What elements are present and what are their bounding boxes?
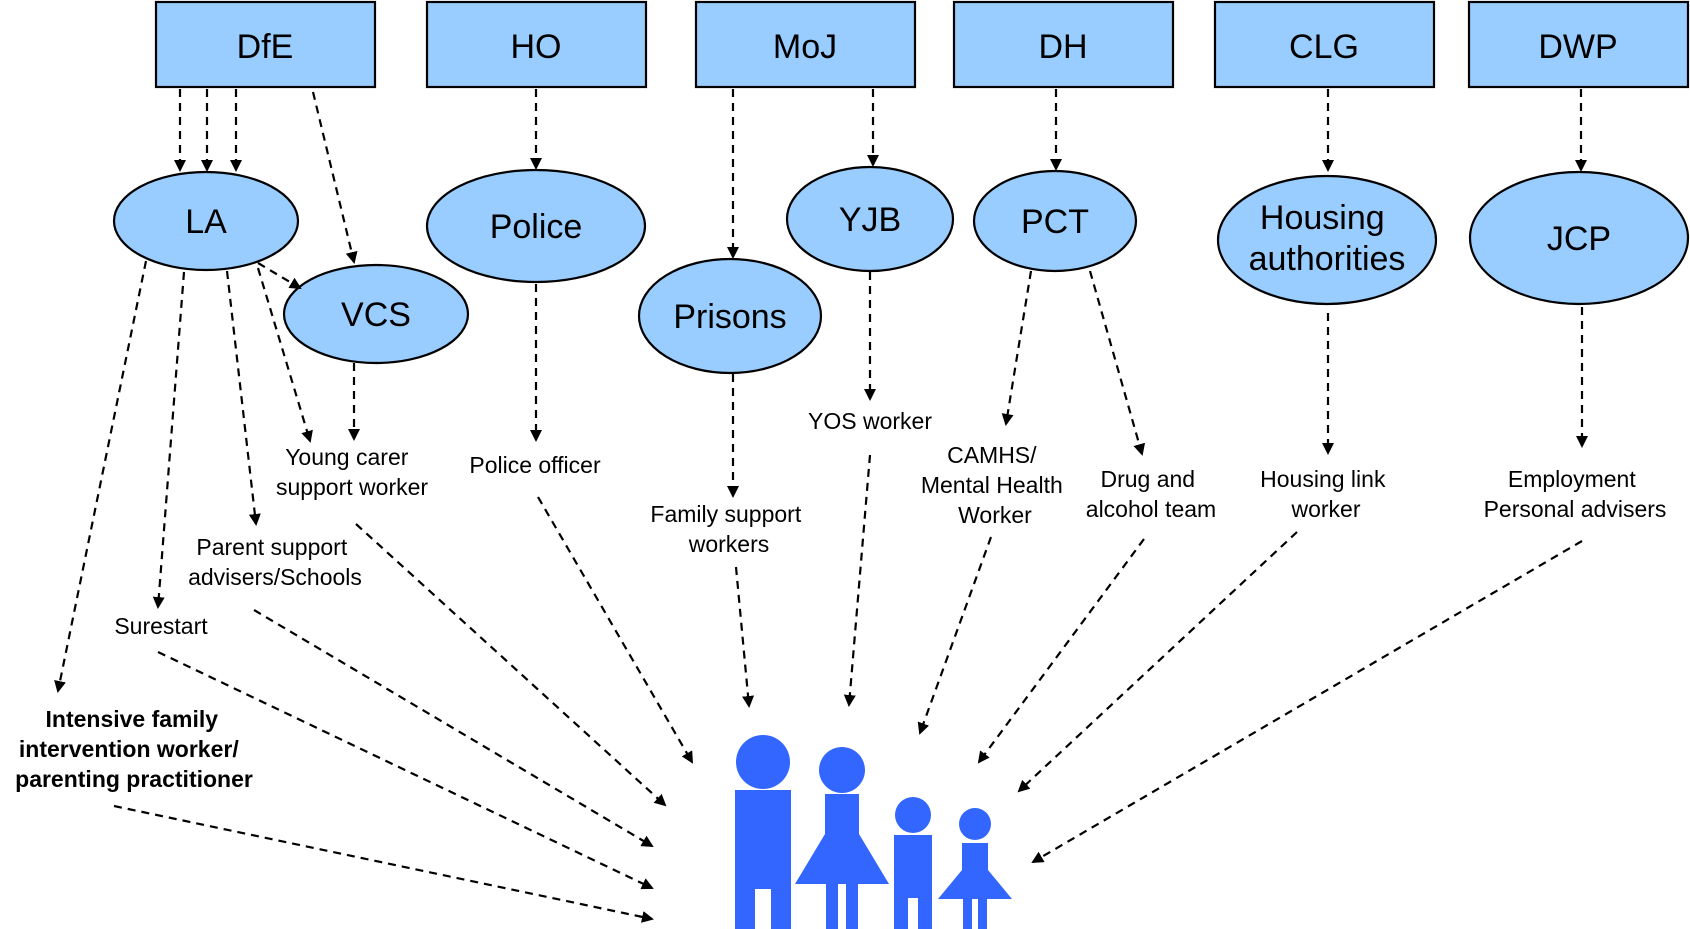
agency-pct: PCT bbox=[972, 169, 1138, 273]
dept-dwp-label: DWP bbox=[1538, 28, 1617, 66]
role-drug-alcohol-line-1: Drug and bbox=[1100, 466, 1195, 492]
arrow-housing-link-to-family bbox=[1017, 531, 1298, 793]
arrow-la-to-intensive-family bbox=[54, 260, 148, 693]
dept-dh: DH bbox=[952, 0, 1175, 89]
role-camhs-line-3: Worker bbox=[958, 502, 1032, 528]
role-employment-line-1: Employment bbox=[1508, 466, 1636, 492]
agency-prisons: Prisons bbox=[637, 257, 823, 375]
arrow-camhs-to-family bbox=[917, 536, 993, 735]
dept-clg: CLG bbox=[1213, 0, 1436, 89]
daughter-figure bbox=[938, 808, 1012, 929]
department-boxes: DfE HO MoJ DH CLG DWP bbox=[154, 0, 1690, 89]
role-housing-link: Housing link worker bbox=[1260, 466, 1392, 522]
role-camhs-line-2: Mental Health bbox=[921, 472, 1063, 498]
role-employment-line-2: Personal advisers bbox=[1484, 496, 1667, 522]
role-young-carer-line-1: Young carer bbox=[285, 444, 409, 470]
agency-jcp: JCP bbox=[1468, 170, 1690, 306]
role-employment: Employment Personal advisers bbox=[1484, 466, 1667, 522]
role-family-support-line-2: workers bbox=[688, 531, 770, 557]
dept-dfe-label: DfE bbox=[237, 28, 294, 66]
role-parent-support: Parent support advisers/Schools bbox=[188, 534, 362, 590]
family-icon bbox=[735, 735, 1012, 929]
mother-figure bbox=[795, 747, 889, 929]
arrow-pct-to-drug-alcohol bbox=[1088, 270, 1146, 456]
arrow-drug-alcohol-to-family bbox=[977, 538, 1145, 764]
role-surestart: Surestart bbox=[114, 613, 208, 639]
arrows bbox=[54, 89, 1588, 923]
arrow-surestart-to-family bbox=[157, 651, 654, 890]
role-family-support: Family support workers bbox=[650, 501, 807, 557]
agency-yjb: YJB bbox=[785, 165, 955, 273]
arrow-dfe-to-vcs bbox=[311, 91, 358, 264]
father-figure bbox=[735, 735, 791, 929]
role-drug-alcohol-line-2: alcohol team bbox=[1086, 496, 1216, 522]
role-intensive-family-line-3: parenting practitioner bbox=[15, 766, 253, 792]
arrow-intensive-family-to-family bbox=[113, 804, 654, 923]
dept-dfe: DfE bbox=[154, 0, 377, 89]
agency-housing-line-1: Housing bbox=[1260, 199, 1385, 237]
role-parent-support-line-1: Parent support bbox=[196, 534, 347, 560]
agency-housing-line-2: authorities bbox=[1249, 240, 1406, 278]
role-drug-alcohol: Drug and alcohol team bbox=[1086, 466, 1216, 522]
arrow-la-to-vcs bbox=[257, 262, 302, 290]
arrow-family-support-to-family bbox=[734, 566, 755, 708]
role-housing-link-line-1: Housing link bbox=[1260, 466, 1386, 492]
agency-police-label: Police bbox=[490, 208, 583, 246]
agency-housing: Housing authorities bbox=[1216, 174, 1438, 306]
dept-moj-label: MoJ bbox=[773, 28, 837, 66]
agency-la: LA bbox=[112, 170, 300, 272]
arrow-la-to-young-carer bbox=[256, 267, 313, 443]
role-yos-worker: YOS worker bbox=[808, 408, 932, 434]
dept-ho-label: HO bbox=[511, 28, 562, 66]
role-labels: Young carer support worker Police office… bbox=[15, 408, 1666, 792]
role-police-officer: Police officer bbox=[469, 452, 601, 478]
arrow-la-to-parent-support bbox=[225, 270, 261, 526]
role-camhs: CAMHS/ Mental Health Worker bbox=[921, 442, 1069, 528]
role-young-carer-line-2: support worker bbox=[276, 474, 428, 500]
agency-pct-label: PCT bbox=[1021, 203, 1089, 241]
role-intensive-family: Intensive family intervention worker/ pa… bbox=[15, 706, 253, 792]
agency-prisons-label: Prisons bbox=[673, 298, 786, 336]
arrow-yos-to-family bbox=[843, 454, 872, 707]
role-camhs-line-1: CAMHS/ bbox=[947, 442, 1037, 468]
dept-moj: MoJ bbox=[694, 0, 917, 89]
agency-vcs: VCS bbox=[282, 263, 470, 365]
dept-ho: HO bbox=[425, 0, 648, 89]
arrow-police-officer-to-family bbox=[537, 496, 694, 764]
role-young-carer: Young carer support worker bbox=[276, 444, 428, 500]
arrow-la-to-surestart bbox=[152, 271, 186, 609]
agency-la-label: LA bbox=[185, 203, 227, 241]
son-figure bbox=[894, 797, 932, 929]
agency-police: Police bbox=[425, 168, 647, 284]
agency-yjb-label: YJB bbox=[839, 201, 901, 239]
role-housing-link-line-2: worker bbox=[1290, 496, 1360, 522]
agency-housing-label: Housing authorities bbox=[1249, 199, 1406, 278]
role-intensive-family-line-1: Intensive family bbox=[46, 706, 219, 732]
role-family-support-line-1: Family support bbox=[650, 501, 801, 527]
dept-dh-label: DH bbox=[1038, 28, 1087, 66]
dept-clg-label: CLG bbox=[1289, 28, 1359, 66]
arrow-parent-support-to-family bbox=[253, 609, 654, 848]
role-intensive-family-line-2: intervention worker/ bbox=[19, 736, 239, 762]
agency-jcp-label: JCP bbox=[1547, 220, 1611, 258]
role-parent-support-line-2: advisers/Schools bbox=[188, 564, 362, 590]
arrow-employment-to-family bbox=[1031, 540, 1583, 864]
arrow-pct-to-camhs bbox=[1001, 270, 1033, 426]
dept-dwp: DWP bbox=[1467, 0, 1690, 89]
agency-vcs-label: VCS bbox=[341, 296, 411, 334]
agency-ellipses: LA VCS Police Prisons YJB PCT Housing au… bbox=[112, 165, 1690, 375]
